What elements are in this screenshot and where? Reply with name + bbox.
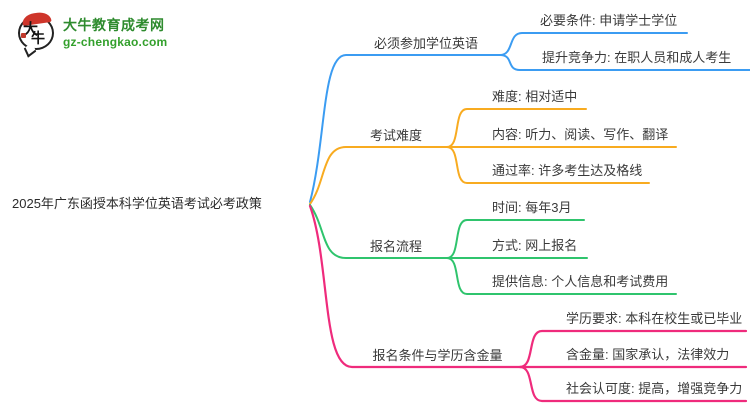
site-url: gz-chengkao.com	[63, 35, 168, 49]
branch-label-exam-difficulty: 考试难度	[369, 128, 422, 143]
branch-label-degree-english: 必须参加学位英语	[373, 36, 478, 51]
logo-red-seal	[21, 33, 26, 38]
branch-lines-conditions-value	[308, 204, 748, 403]
root-node-title: 2025年广东函授本科学位英语考试必考政策	[12, 196, 262, 211]
branch-lines-degree-english	[309, 32, 750, 203]
leaf-pass-rate: 通过率: 许多考生达及格线	[492, 163, 643, 178]
site-name: 大牛教育成考网	[63, 17, 165, 33]
branch-label-registration-process: 报名流程	[369, 239, 422, 254]
logo-char-da: 大	[23, 21, 39, 38]
leaf-exam-content: 内容: 听力、阅读、写作、翻译	[492, 127, 669, 142]
branch-lines-exam-difficulty	[309, 108, 677, 205]
branch-label-conditions-value: 报名条件与学历含金量	[372, 348, 503, 363]
leaf-required-condition: 必要条件: 申请学士学位	[540, 13, 678, 28]
leaf-education-requirement: 学历要求: 本科在校生或已毕业	[566, 311, 743, 326]
leaf-required-info: 提供信息: 个人信息和考试费用	[492, 274, 669, 289]
branch-lines-registration-process	[309, 204, 677, 295]
leaf-degree-value: 含金量: 国家承认，法律效力	[566, 347, 730, 362]
leaf-registration-method: 方式: 网上报名	[492, 238, 578, 253]
site-logo: 大 牛 大牛教育成考网 gz-chengkao.com	[16, 10, 196, 60]
leaf-social-recognition: 社会认可度: 提高，增强竞争力	[566, 381, 743, 396]
leaf-registration-time: 时间: 每年3月	[492, 200, 572, 215]
leaf-competitiveness: 提升竞争力: 在职人员和成人考生	[542, 50, 732, 65]
leaf-difficulty-level: 难度: 相对适中	[492, 89, 578, 104]
daniu-bubble-logo-icon: 大 牛	[18, 11, 58, 58]
logo-char-niu: 牛	[31, 30, 45, 46]
speech-bubble-shape: 大 牛	[18, 11, 54, 50]
logo-text-block: 大牛教育成考网 gz-chengkao.com	[63, 16, 167, 49]
